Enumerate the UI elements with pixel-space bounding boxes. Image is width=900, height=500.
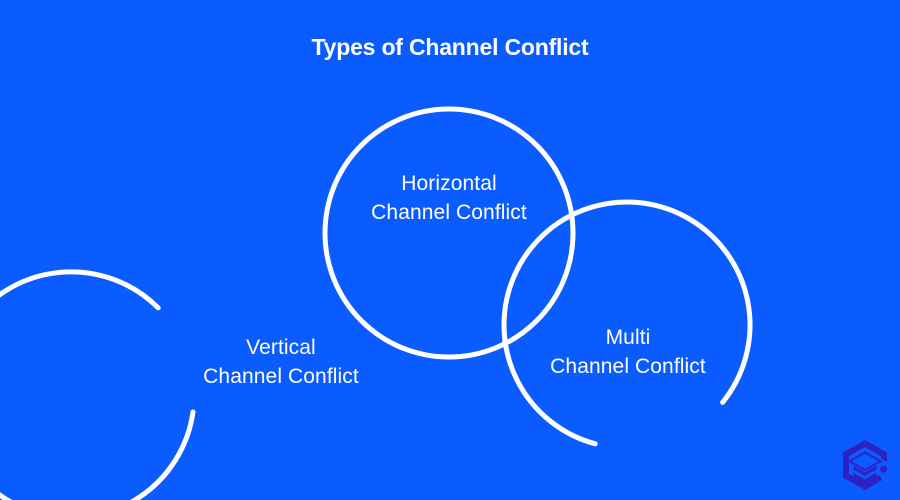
venn-label-vertical-line1: Vertical <box>246 336 316 359</box>
venn-label-horizontal: Horizontal Channel Conflict <box>329 169 569 227</box>
venn-label-vertical: Vertical Channel Conflict <box>161 333 401 391</box>
venn-label-multi: Multi Channel Conflict <box>508 323 748 381</box>
venn-circle-horizontal <box>322 106 576 360</box>
page-title: Types of Channel Conflict <box>311 34 589 60</box>
stacked-layers-hexagon-icon <box>843 440 888 490</box>
venn-label-vertical-line2: Channel Conflict <box>203 365 359 388</box>
venn-circle-multi <box>501 199 753 447</box>
venn-label-multi-line2: Channel Conflict <box>550 355 706 378</box>
venn-label-horizontal-line1: Horizontal <box>401 172 497 195</box>
venn-circle-vertical <box>0 269 196 500</box>
brand-logo <box>843 440 888 490</box>
venn-label-horizontal-line2: Channel Conflict <box>371 201 527 224</box>
venn-label-multi-line1: Multi <box>605 326 651 349</box>
